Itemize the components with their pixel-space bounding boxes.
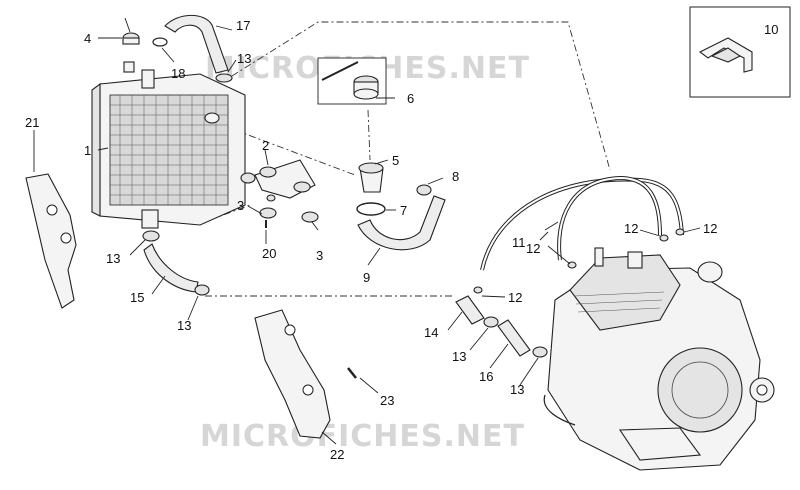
callout-4: 4 [84,31,91,46]
callout-12-lower: 12 [508,290,522,305]
inset-box-part-10 [689,6,791,98]
callout-labels: 4 18 17 13 1 21 2 3 3 20 6 5 7 8 9 10 13… [25,18,778,462]
callout-13-left: 13 [106,251,120,266]
callout-14: 14 [424,325,438,340]
callout-5: 5 [392,153,399,168]
callout-13-engine-b: 13 [510,382,524,397]
engine-guard-cover [254,309,357,439]
callout-22: 22 [330,447,344,462]
callout-23: 23 [380,393,394,408]
callout-2: 2 [262,138,269,153]
callout-13-hose: 13 [177,318,191,333]
callout-12-mid: 12 [624,221,638,236]
callout-15: 15 [130,290,144,305]
callout-8: 8 [452,169,459,184]
callout-20: 20 [262,246,276,261]
callout-7: 7 [400,203,407,218]
callout-16: 16 [479,369,493,384]
breather-pipes [473,175,685,294]
radiator-side-cover [25,173,77,309]
filler-cap-and-hose [122,14,233,83]
lower-hose-15 [142,230,210,296]
callout-13-top: 13 [237,51,251,66]
callout-9: 9 [363,270,370,285]
callout-10: 10 [764,22,778,37]
callout-11: 11 [512,235,526,250]
engine-block [543,247,775,471]
watermark-bottom: MICROFICHES.NET [200,419,525,454]
radiator [91,61,246,229]
leader-lines [33,17,701,445]
assembly-lines [205,21,611,297]
callout-1: 1 [84,143,91,158]
callout-17: 17 [236,18,250,33]
bracket-and-fittings [240,159,319,228]
callout-21: 21 [25,115,39,130]
filler-neck-and-hose [356,162,446,251]
callout-6: 6 [407,91,414,106]
engine-hoses-14-16 [455,295,548,358]
callout-12-left: 12 [526,241,540,256]
expansion-cap [317,57,387,105]
callout-3-left: 3 [237,198,244,213]
callout-12-right: 12 [703,221,717,236]
callout-3-right: 3 [316,248,323,263]
callout-18: 18 [171,66,185,81]
callout-13-engine-a: 13 [452,349,466,364]
